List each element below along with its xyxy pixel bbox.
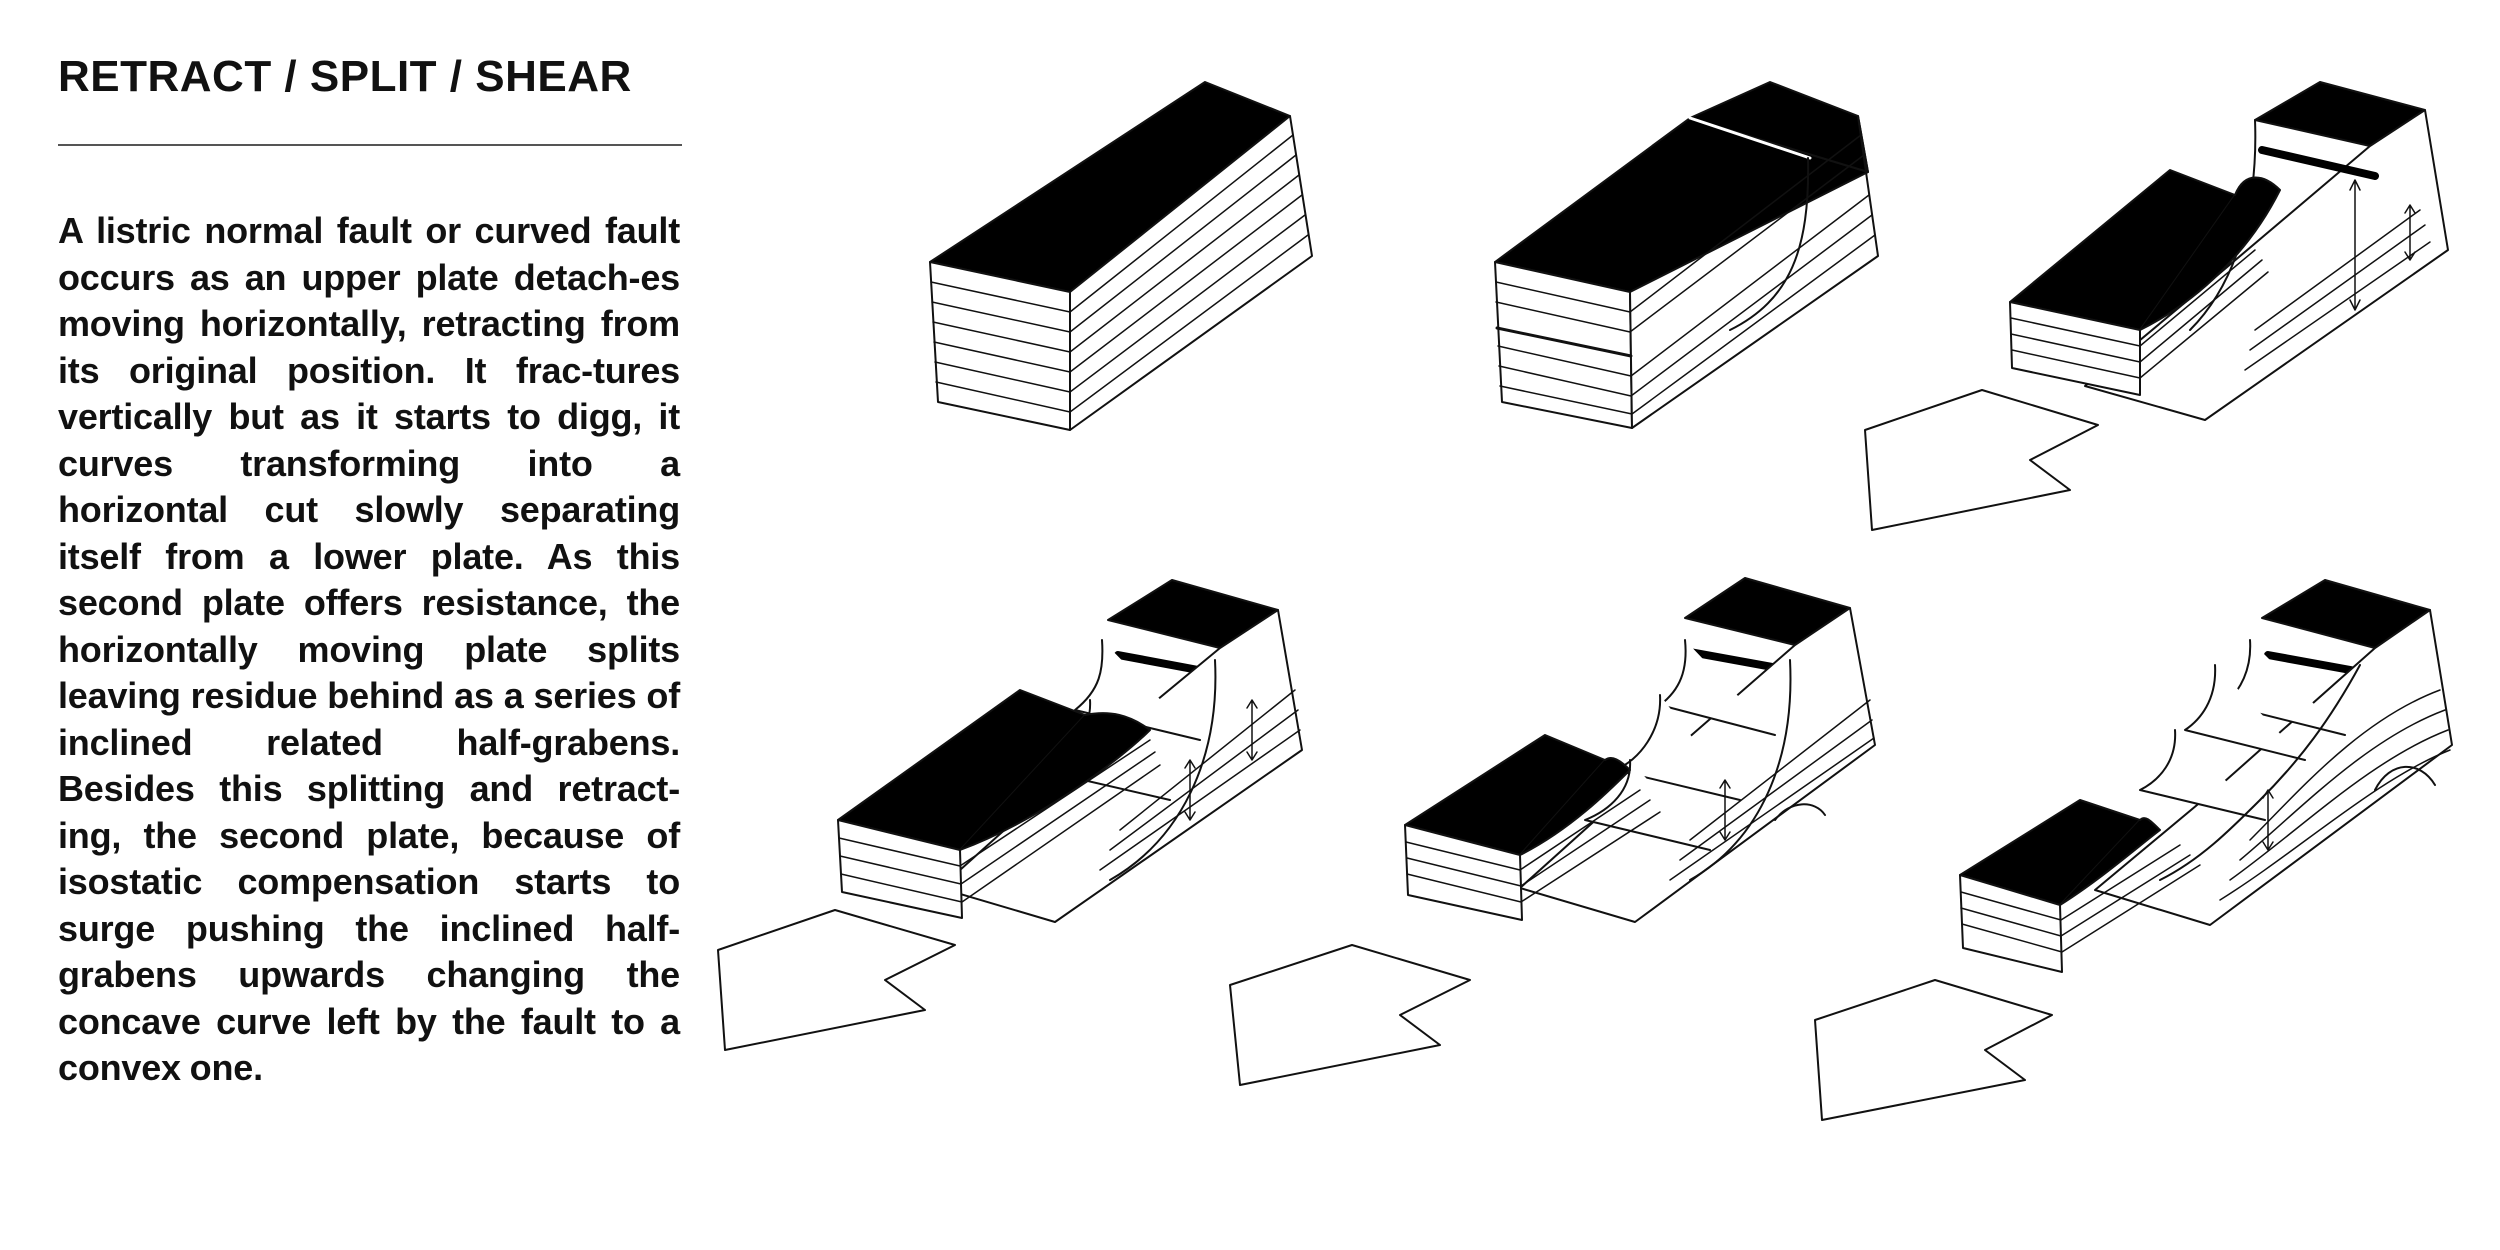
surge-bump [1774,803,1826,821]
stage-convex-surge-block [1814,579,2453,1121]
stage-intact-block [929,81,1313,431]
motion-arrow [1814,979,2053,1121]
strata-lines [930,134,1309,413]
motion-arrow [717,909,956,1051]
title-divider [58,144,682,146]
stage-half-graben-block [1229,577,1876,1086]
motion-arrow [1229,944,1471,1086]
upper-plate-curve [2139,176,2281,331]
surge-arch [2374,765,2436,791]
motion-arrow [1864,389,2099,531]
convex-curve [2159,664,2361,881]
block-side-face [1069,115,1313,431]
half-graben-2 [2184,664,2306,761]
stage-retracting-block [1864,81,2449,531]
stage-fractured-block [1494,81,1879,429]
strata-lines [1495,134,1876,415]
stage-splitting-block [717,579,1303,1051]
diagram-title: RETRACT / SPLIT / SHEAR [58,52,632,101]
half-graben-3 [2139,729,2266,821]
horizontal-cut [1495,326,1633,358]
description-text: A listric normal fault or curved fault o… [58,210,680,1088]
fault-curve [1729,157,1810,331]
